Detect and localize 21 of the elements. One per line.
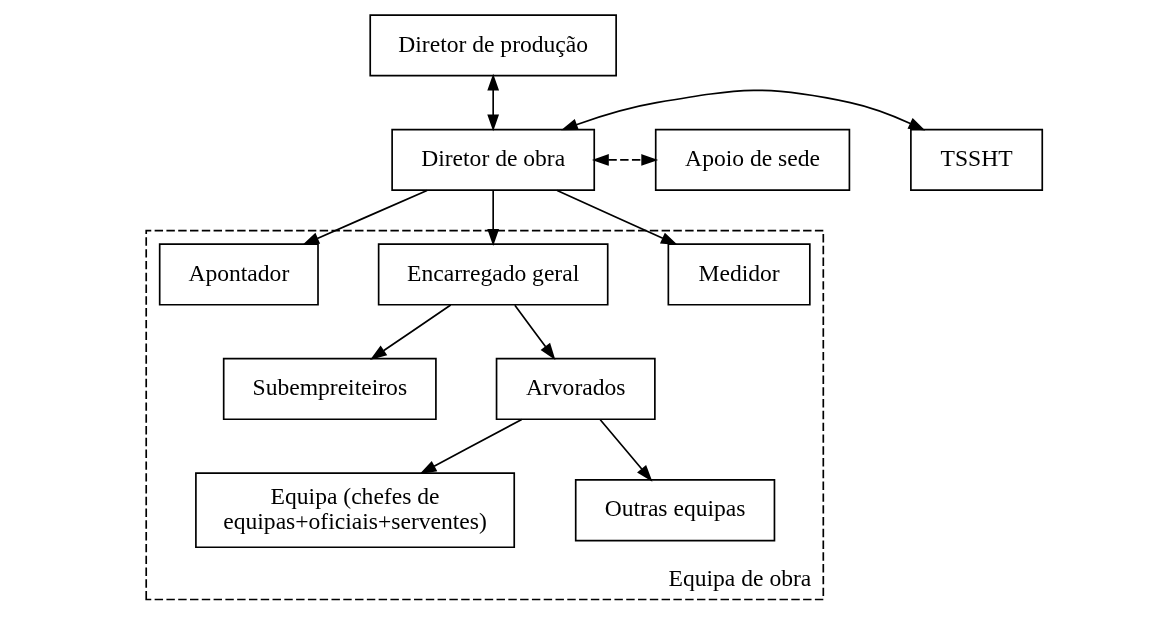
- node-box: Medidor: [667, 243, 811, 306]
- arrow: [591, 154, 658, 166]
- node-box: Equipa (chefes de equipas+oficiais+serventes): [194, 472, 515, 549]
- node-box: Outras equipas: [574, 479, 775, 542]
- node-box: Subempreiteiros: [222, 357, 437, 421]
- node-box: Apontador: [158, 243, 319, 306]
- arrow: [555, 189, 678, 246]
- arrow: [486, 73, 499, 132]
- node-box: Diretor de produção: [368, 14, 617, 77]
- arrow: [598, 418, 652, 482]
- node-box: Apoio de sede: [654, 128, 850, 192]
- arrow: [486, 189, 499, 246]
- node-box: Encarregado geral: [377, 243, 609, 306]
- node-box: Diretor de obra: [390, 128, 595, 192]
- arrow: [369, 304, 451, 360]
- arrow: [301, 189, 428, 245]
- node-box: TSSHT: [909, 128, 1043, 192]
- arrow: [513, 304, 555, 360]
- arrow: [560, 89, 925, 131]
- node-box: Arvorados: [495, 357, 656, 421]
- arrow: [419, 418, 523, 475]
